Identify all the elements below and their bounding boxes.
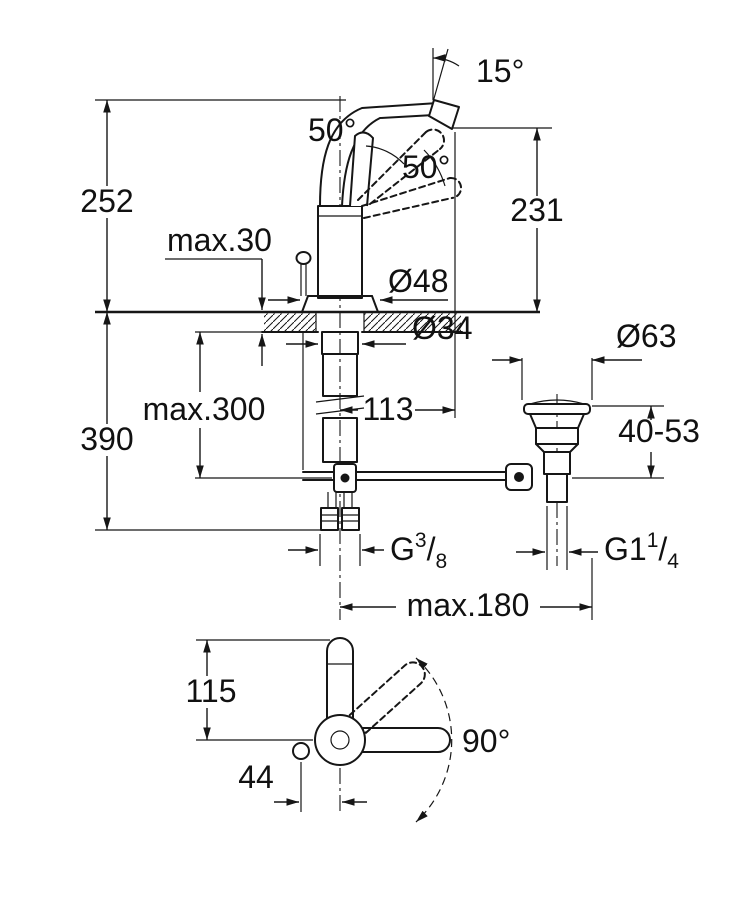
waste-thread-sup: 1 — [647, 529, 659, 552]
swivel-arc — [415, 657, 453, 823]
spout-outer-line — [319, 102, 439, 207]
label-outlet-height: 231 — [510, 192, 563, 228]
waste-thread-sub: 4 — [667, 550, 679, 573]
waste-taper-lower — [535, 443, 579, 453]
label-deck-thickness: max.30 — [167, 222, 272, 258]
plan-view-labels: 115 90° 44 — [185, 673, 510, 795]
under-deck-assembly — [302, 331, 511, 531]
braided-hose-upper — [322, 353, 358, 397]
lever-open-pos1-a — [357, 131, 427, 201]
ball-joint-pivot — [514, 472, 524, 482]
lever-open-pos1-b — [369, 148, 441, 205]
side-view-dimensions — [95, 99, 664, 620]
label-spout-height: 252 — [80, 183, 133, 219]
plan-pull-rod-knob — [292, 742, 310, 760]
hose-nut-threads — [321, 514, 359, 522]
aerator-nozzle — [428, 99, 460, 130]
hose-tails — [327, 492, 353, 508]
waste-thread-prefix: G1 — [604, 531, 647, 567]
label-hose-length: max.300 — [143, 391, 266, 427]
label-below-height: 390 — [80, 421, 133, 457]
waste-body-lower — [543, 451, 571, 475]
label-aerator-angle: 15° — [476, 53, 524, 89]
waste-body-upper — [535, 427, 579, 445]
label-spout-reach: 113 — [362, 391, 413, 427]
angle-50-arc-2 — [423, 149, 446, 187]
waste-tailpiece — [546, 473, 568, 503]
hose-thread-sub: 8 — [435, 550, 447, 573]
lever-handle-closed — [349, 131, 374, 207]
pull-rod-knob — [295, 251, 312, 265]
label-waste-range: 40-53 — [618, 413, 700, 449]
angle-50-arc-1 — [365, 145, 405, 165]
ext-waste-diameter — [521, 358, 593, 400]
spout-inner-line — [341, 114, 435, 207]
lever-open-pos2-b — [363, 197, 453, 219]
label-waste-thread: G11/4 — [604, 529, 679, 573]
plan-view-dimensions — [196, 639, 367, 812]
side-view-labels: 15° 50° 50° 252 231 max.30 Ø48 Ø34 max.3… — [80, 53, 700, 623]
plan-view-faucet — [292, 637, 453, 823]
hose-thread-slash: / — [427, 531, 436, 567]
label-base-diameter: Ø48 — [388, 263, 448, 299]
waste-flange — [523, 403, 591, 415]
waste-thread-slash: / — [658, 531, 667, 567]
label-lever-angle-1: 50° — [308, 112, 356, 148]
plan-body-inner-circle — [330, 730, 350, 750]
mixer-body — [317, 205, 363, 299]
hose-thread-prefix: G — [390, 531, 415, 567]
pull-rod — [300, 264, 307, 296]
label-shank-diameter: Ø34 — [412, 310, 472, 346]
popup-waste-assembly — [505, 394, 591, 566]
plan-body-circle — [314, 714, 366, 766]
label-swivel-angle: 90° — [462, 723, 510, 759]
label-spout-depth: 115 — [185, 673, 236, 709]
label-rod-reach: max.180 — [407, 587, 530, 623]
waste-plug-dome — [529, 399, 585, 405]
lever-open-pos2-cap — [449, 176, 462, 199]
label-lever-angle-2: 50° — [402, 149, 450, 185]
lever-open-pos2-a — [361, 177, 451, 207]
angle-15-arc — [432, 54, 460, 67]
deck-hatch-right — [364, 313, 461, 331]
label-hose-thread: G3/8 — [390, 529, 447, 573]
lever-open-pos1-cap — [425, 128, 445, 150]
ext-waste-thread — [546, 506, 568, 570]
hose-nut-left — [320, 507, 339, 531]
hose-nut-right — [341, 507, 360, 531]
label-rod-offset: 44 — [238, 759, 274, 795]
braided-hose-lower — [322, 417, 358, 463]
side-view-faucet — [295, 48, 462, 620]
label-waste-diameter: Ø63 — [616, 318, 676, 354]
deck-hatch-left — [264, 313, 316, 331]
mounting-deck — [95, 310, 540, 333]
rod-clamp-pivot — [340, 473, 350, 483]
ext-hose-thread — [319, 534, 361, 566]
hose-thread-sup: 3 — [415, 529, 427, 552]
